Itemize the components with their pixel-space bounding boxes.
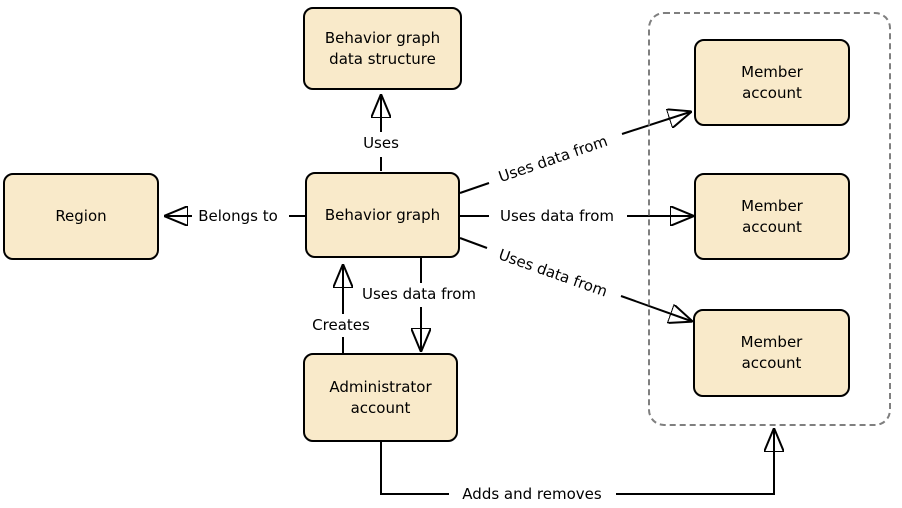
edge-label-uses-data-from-top: Uses data from <box>494 131 612 187</box>
edge-label-uses-data-from-admin: Uses data from <box>359 285 479 303</box>
member-accounts-container <box>648 12 891 426</box>
node-member-account-2: Member account <box>694 173 850 260</box>
node-member-account-1: Member account <box>694 39 850 126</box>
node-member-account-3: Member account <box>693 309 850 397</box>
edge-label-uses: Uses <box>361 134 401 152</box>
edge-label-belongs-to: Belongs to <box>196 207 280 225</box>
edge-label-adds-and-removes: Adds and removes <box>460 485 604 503</box>
node-administrator-account: Administrator account <box>303 353 458 442</box>
node-region: Region <box>3 173 159 260</box>
edge-label-uses-data-from-middle: Uses data from <box>497 207 617 225</box>
edge-label-creates: Creates <box>310 316 372 334</box>
edge-label-uses-data-from-bottom: Uses data from <box>494 244 612 302</box>
node-behavior-graph: Behavior graph <box>305 172 460 258</box>
node-behavior-graph-data-structure: Behavior graph data structure <box>303 7 462 90</box>
